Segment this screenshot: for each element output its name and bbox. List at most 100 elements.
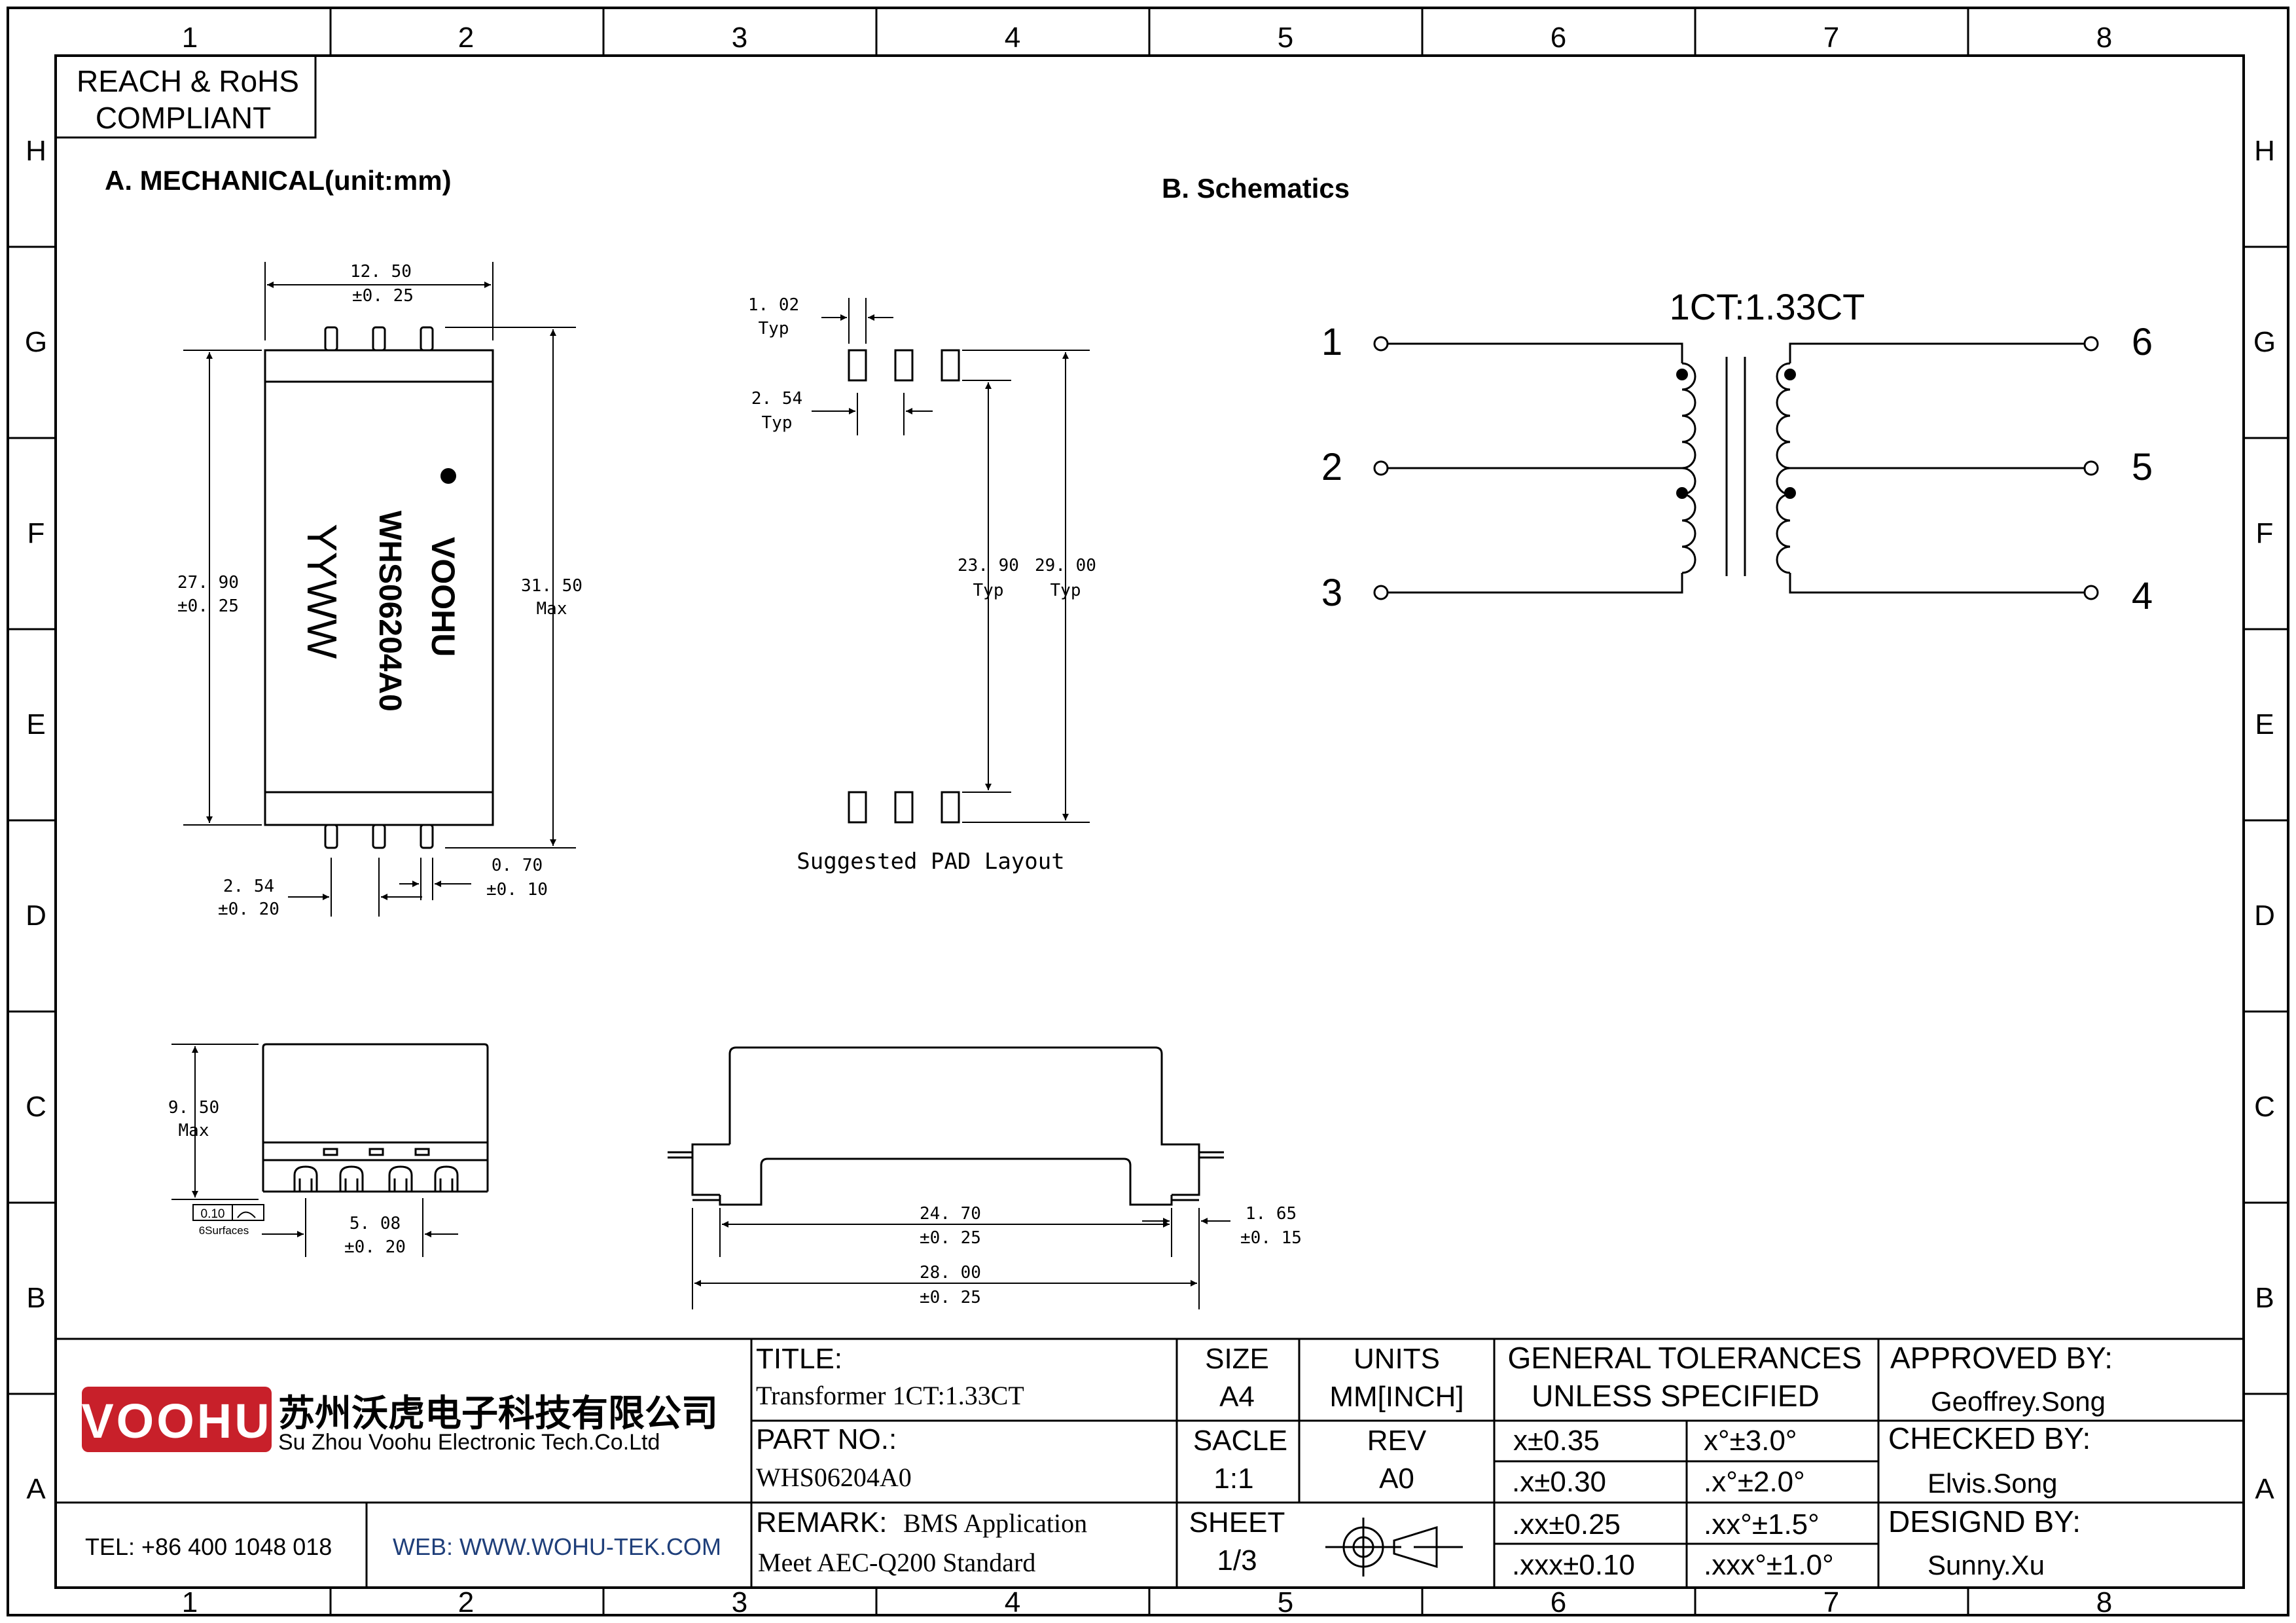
pad-w: 1. 02 [748, 295, 799, 315]
dim-pin-w: 0. 70 [492, 856, 543, 875]
row-label-right-C: C [2254, 1091, 2275, 1123]
polarity-dots [1676, 369, 1796, 499]
remark-label: REMARK: [756, 1506, 887, 1539]
col-label-bottom-3: 3 [732, 1586, 747, 1618]
title-label: TITLE: [756, 1343, 842, 1375]
row-label-right-F: F [2256, 517, 2274, 549]
end-view [262, 1043, 489, 1193]
dim-height-body-tol: ±0. 25 [177, 596, 239, 616]
pin-label-6: 6 [2132, 321, 2153, 363]
dim-inner-len: 24. 70 [920, 1204, 981, 1224]
dim-pin-w-tol: ±0. 10 [486, 880, 548, 900]
end-view-dims [171, 1044, 458, 1257]
pin-label-3: 3 [1321, 572, 1342, 614]
projection-symbol [1325, 1518, 1463, 1577]
col-label-top-5: 5 [1278, 22, 1293, 54]
part-label: PART NO.: [756, 1423, 897, 1455]
company-name-cn: 苏州沃虎电子科技有限公司 [278, 1393, 718, 1434]
logo-text: VOOHU [81, 1394, 272, 1448]
scale-label: SACLE [1193, 1425, 1287, 1457]
grid-labels: 1 2 3 4 5 6 7 8 1 2 3 4 5 6 7 8 H G F E … [25, 22, 2276, 1618]
schematic [1373, 336, 2099, 600]
row-label-right-H: H [2254, 135, 2275, 167]
pad-pitch: 2. 54 [751, 389, 802, 409]
tol-angular-1: .x°±2.0° [1704, 1466, 1805, 1498]
row-label-left-E: E [26, 708, 45, 740]
checked-label: CHECKED BY: [1888, 1421, 2090, 1455]
title-block-lines [56, 1338, 2244, 1588]
mechanical-heading: A. MECHANICAL(unit:mm) [105, 165, 452, 196]
tol-linear-0: x±0.35 [1513, 1425, 1600, 1457]
size-value: A4 [1219, 1381, 1255, 1413]
dim-height-max: 31. 50 [521, 576, 583, 596]
dim-foot: 1. 65 [1246, 1204, 1297, 1224]
rev-value: A0 [1379, 1463, 1414, 1495]
dim-pitch: 2. 54 [223, 877, 274, 896]
tel-text: TEL: +86 400 1048 018 [85, 1533, 332, 1560]
col-label-bottom-4: 4 [1005, 1586, 1020, 1618]
pin-label-2: 2 [1321, 446, 1342, 488]
dim-width-top: 12. 50 [350, 262, 412, 282]
pad-w-note: Typ [759, 319, 789, 338]
sheet-value: 1/3 [1217, 1544, 1257, 1577]
row-label-left-D: D [26, 900, 46, 932]
pad-layout [848, 349, 960, 824]
col-label-bottom-1: 1 [182, 1586, 198, 1618]
tol-angular-0: x°±3.0° [1704, 1425, 1797, 1457]
marking-part: WHS06204A0 [372, 511, 407, 712]
side-view-dims [692, 1208, 1230, 1309]
turns-ratio: 1CT:1.33CT [1670, 286, 1865, 327]
grid-ticks [8, 8, 2288, 1615]
dim-pin-span-tol: ±0. 20 [344, 1237, 406, 1257]
approved-label: APPROVED BY: [1890, 1341, 2113, 1375]
pin-label-1: 1 [1321, 321, 1342, 363]
col-label-top-7: 7 [1823, 22, 1839, 54]
top-view [264, 326, 494, 849]
flatness-note: 6Surfaces [199, 1224, 249, 1237]
pad-outer: 29. 00 [1035, 556, 1096, 575]
row-label-right-A: A [2255, 1473, 2274, 1505]
col-label-top-4: 4 [1005, 22, 1020, 54]
pin-label-4: 4 [2132, 575, 2153, 617]
dim-thick-note: Max [179, 1121, 209, 1140]
col-label-bottom-2: 2 [458, 1586, 474, 1618]
compliance-line1: REACH & RoHS [77, 64, 299, 98]
side-view [668, 1046, 1224, 1206]
design-label: DESIGND BY: [1888, 1504, 2081, 1539]
tol-linear-3: .xxx±0.10 [1512, 1549, 1635, 1581]
web-text: WEB: WWW.WOHU-TEK.COM [393, 1533, 721, 1560]
marking-date: YYWW [298, 524, 346, 659]
col-label-top-8: 8 [2096, 22, 2112, 54]
company-name-en: Su Zhou Voohu Electronic Tech.Co.Ltd [278, 1430, 660, 1455]
tolerance-header-2: UNLESS SPECIFIED [1532, 1379, 1820, 1413]
pad-inner-note: Typ [973, 581, 1004, 600]
dim-pitch-tol: ±0. 20 [218, 900, 279, 919]
units-label: UNITS [1354, 1343, 1440, 1375]
tol-linear-2: .xx±0.25 [1512, 1508, 1621, 1541]
units-value: MM[INCH] [1329, 1381, 1463, 1413]
title-value: Transformer 1CT:1.33CT [756, 1381, 1024, 1410]
dim-height-max-note: Max [537, 599, 567, 619]
compliance-box [54, 54, 317, 139]
tolerance-header-1: GENERAL TOLERANCES [1507, 1341, 1861, 1375]
pin-label-5: 5 [2132, 446, 2153, 488]
marking-brand: VOOHU [425, 537, 461, 657]
col-label-top-6: 6 [1551, 22, 1566, 54]
row-label-left-A: A [26, 1473, 46, 1505]
col-label-top-3: 3 [732, 22, 747, 54]
row-label-right-D: D [2254, 900, 2275, 932]
remark-value-1: BMS Application [903, 1508, 1087, 1538]
size-label: SIZE [1205, 1343, 1269, 1375]
compliance-line2: COMPLIANT [96, 101, 271, 135]
tol-angular-2: .xx°±1.5° [1704, 1508, 1820, 1541]
col-label-bottom-5: 5 [1278, 1586, 1293, 1618]
row-label-right-E: E [2255, 708, 2274, 740]
flatness-value: 0.10 [201, 1207, 225, 1221]
dim-outer-len: 28. 00 [920, 1263, 981, 1283]
col-label-top-2: 2 [458, 22, 474, 54]
col-label-bottom-7: 7 [1823, 1586, 1839, 1618]
row-label-left-H: H [26, 135, 46, 167]
col-label-bottom-8: 8 [2096, 1586, 2112, 1618]
remark-value-2: Meet AEC-Q200 Standard [758, 1548, 1035, 1577]
dim-inner-len-tol: ±0. 25 [920, 1228, 981, 1248]
